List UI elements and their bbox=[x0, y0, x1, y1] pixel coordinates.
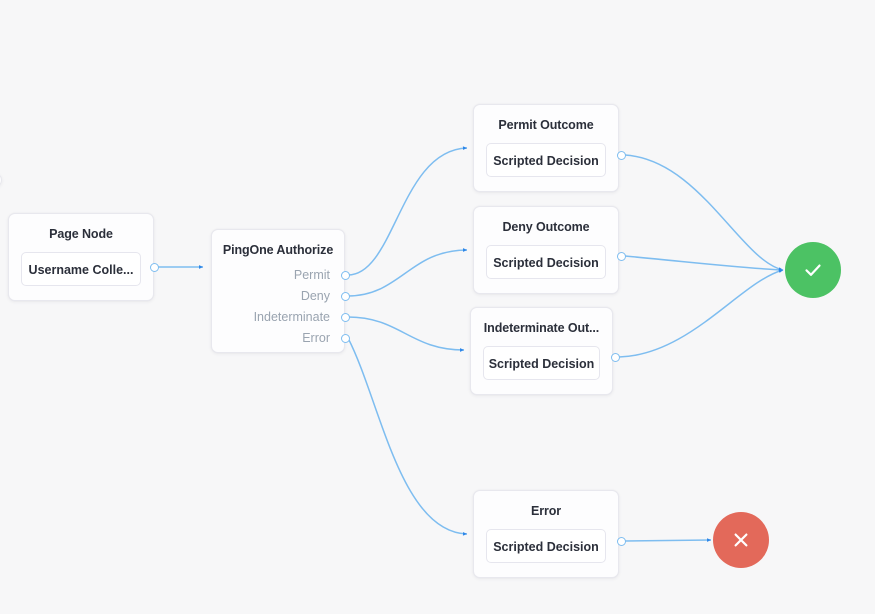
node-subitem-scripted-decision[interactable]: Scripted Decision bbox=[486, 143, 606, 177]
terminal-failure-node[interactable] bbox=[713, 512, 769, 568]
offscreen-node-fragment[interactable] bbox=[0, 173, 2, 187]
node-subitem-username-collector[interactable]: Username Colle... bbox=[21, 252, 141, 286]
node-title: Page Node bbox=[49, 227, 113, 241]
port-label-indeterminate: Indeterminate bbox=[253, 310, 330, 324]
node-title: Permit Outcome bbox=[498, 118, 594, 132]
node-subitem-scripted-decision[interactable]: Scripted Decision bbox=[486, 245, 606, 279]
output-port-error[interactable] bbox=[340, 333, 350, 343]
edge-deny-outcome-to-success bbox=[624, 255, 784, 272]
node-indeterminate-outcome[interactable]: Indeterminate Out... Scripted Decision bbox=[470, 307, 613, 395]
port-label-deny: Deny bbox=[300, 289, 330, 303]
node-deny-outcome[interactable]: Deny Outcome Scripted Decision bbox=[473, 206, 619, 294]
output-port-indeterminate-outcome[interactable] bbox=[610, 352, 620, 362]
terminal-success-node[interactable] bbox=[785, 242, 841, 298]
check-icon bbox=[805, 264, 821, 276]
node-title: Error bbox=[530, 504, 562, 518]
node-subitem-scripted-decision[interactable]: Scripted Decision bbox=[483, 346, 600, 380]
port-label-error: Error bbox=[302, 331, 330, 345]
output-port-deny-outcome[interactable] bbox=[616, 251, 626, 261]
node-page-node[interactable]: Page Node Username Colle... bbox=[8, 213, 154, 301]
output-port-error-outcome[interactable] bbox=[616, 536, 626, 546]
output-port-page-node[interactable] bbox=[149, 262, 159, 272]
edge-error-to-error-outcome bbox=[347, 337, 468, 536]
output-port-deny[interactable] bbox=[340, 291, 350, 301]
node-title: PingOne Authorize bbox=[222, 243, 334, 257]
edge-indeterminate-to-indeterminate-outcome bbox=[347, 316, 465, 352]
output-port-permit-outcome[interactable] bbox=[616, 150, 626, 160]
node-title: Indeterminate Out... bbox=[483, 321, 600, 335]
edge-error-outcome-to-failure bbox=[624, 538, 712, 542]
port-label-permit: Permit bbox=[293, 268, 330, 282]
node-error-outcome[interactable]: Error Scripted Decision bbox=[473, 490, 619, 578]
x-icon bbox=[734, 533, 748, 547]
edge-deny-to-deny-outcome bbox=[347, 248, 468, 297]
node-permit-outcome[interactable]: Permit Outcome Scripted Decision bbox=[473, 104, 619, 192]
node-subitem-scripted-decision[interactable]: Scripted Decision bbox=[486, 529, 606, 563]
output-port-permit[interactable] bbox=[340, 270, 350, 280]
edge-indeterminate-outcome-to-success bbox=[618, 269, 784, 358]
node-title: Deny Outcome bbox=[502, 220, 590, 234]
output-port-indeterminate[interactable] bbox=[340, 312, 350, 322]
edge-permit-to-permit-outcome bbox=[347, 146, 468, 276]
edge-permit-outcome-to-success bbox=[624, 154, 784, 271]
